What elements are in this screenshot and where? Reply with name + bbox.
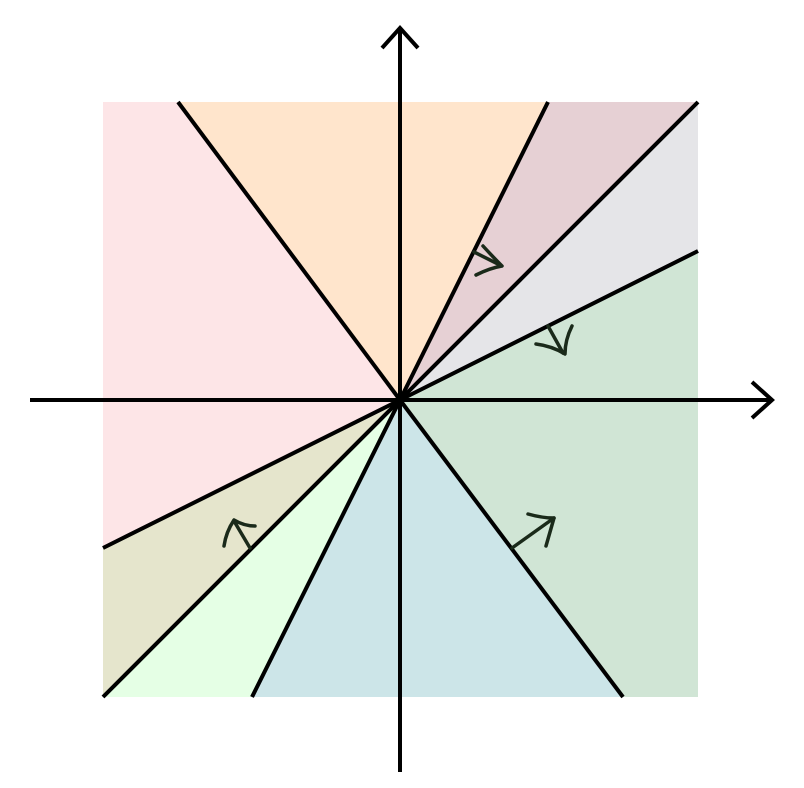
arrow-lower-right [510,512,556,550]
arrow-shallow-upper-right [534,324,574,356]
arrow-shallow-lower-left [222,518,257,550]
ray-diagonal-upper-right [398,100,700,402]
region-green [400,251,698,697]
x-axis-arrowhead [750,380,775,420]
region-orange [178,102,548,400]
y-axis-arrowhead [380,25,420,50]
ray-steep-lower-left [250,399,402,698]
arrow-steep-upper-right [472,244,504,277]
region-teal [252,400,623,697]
orientation-arrows [222,244,574,550]
ray-upper-left [176,100,402,402]
ray-shallow-lower-left [102,398,401,550]
